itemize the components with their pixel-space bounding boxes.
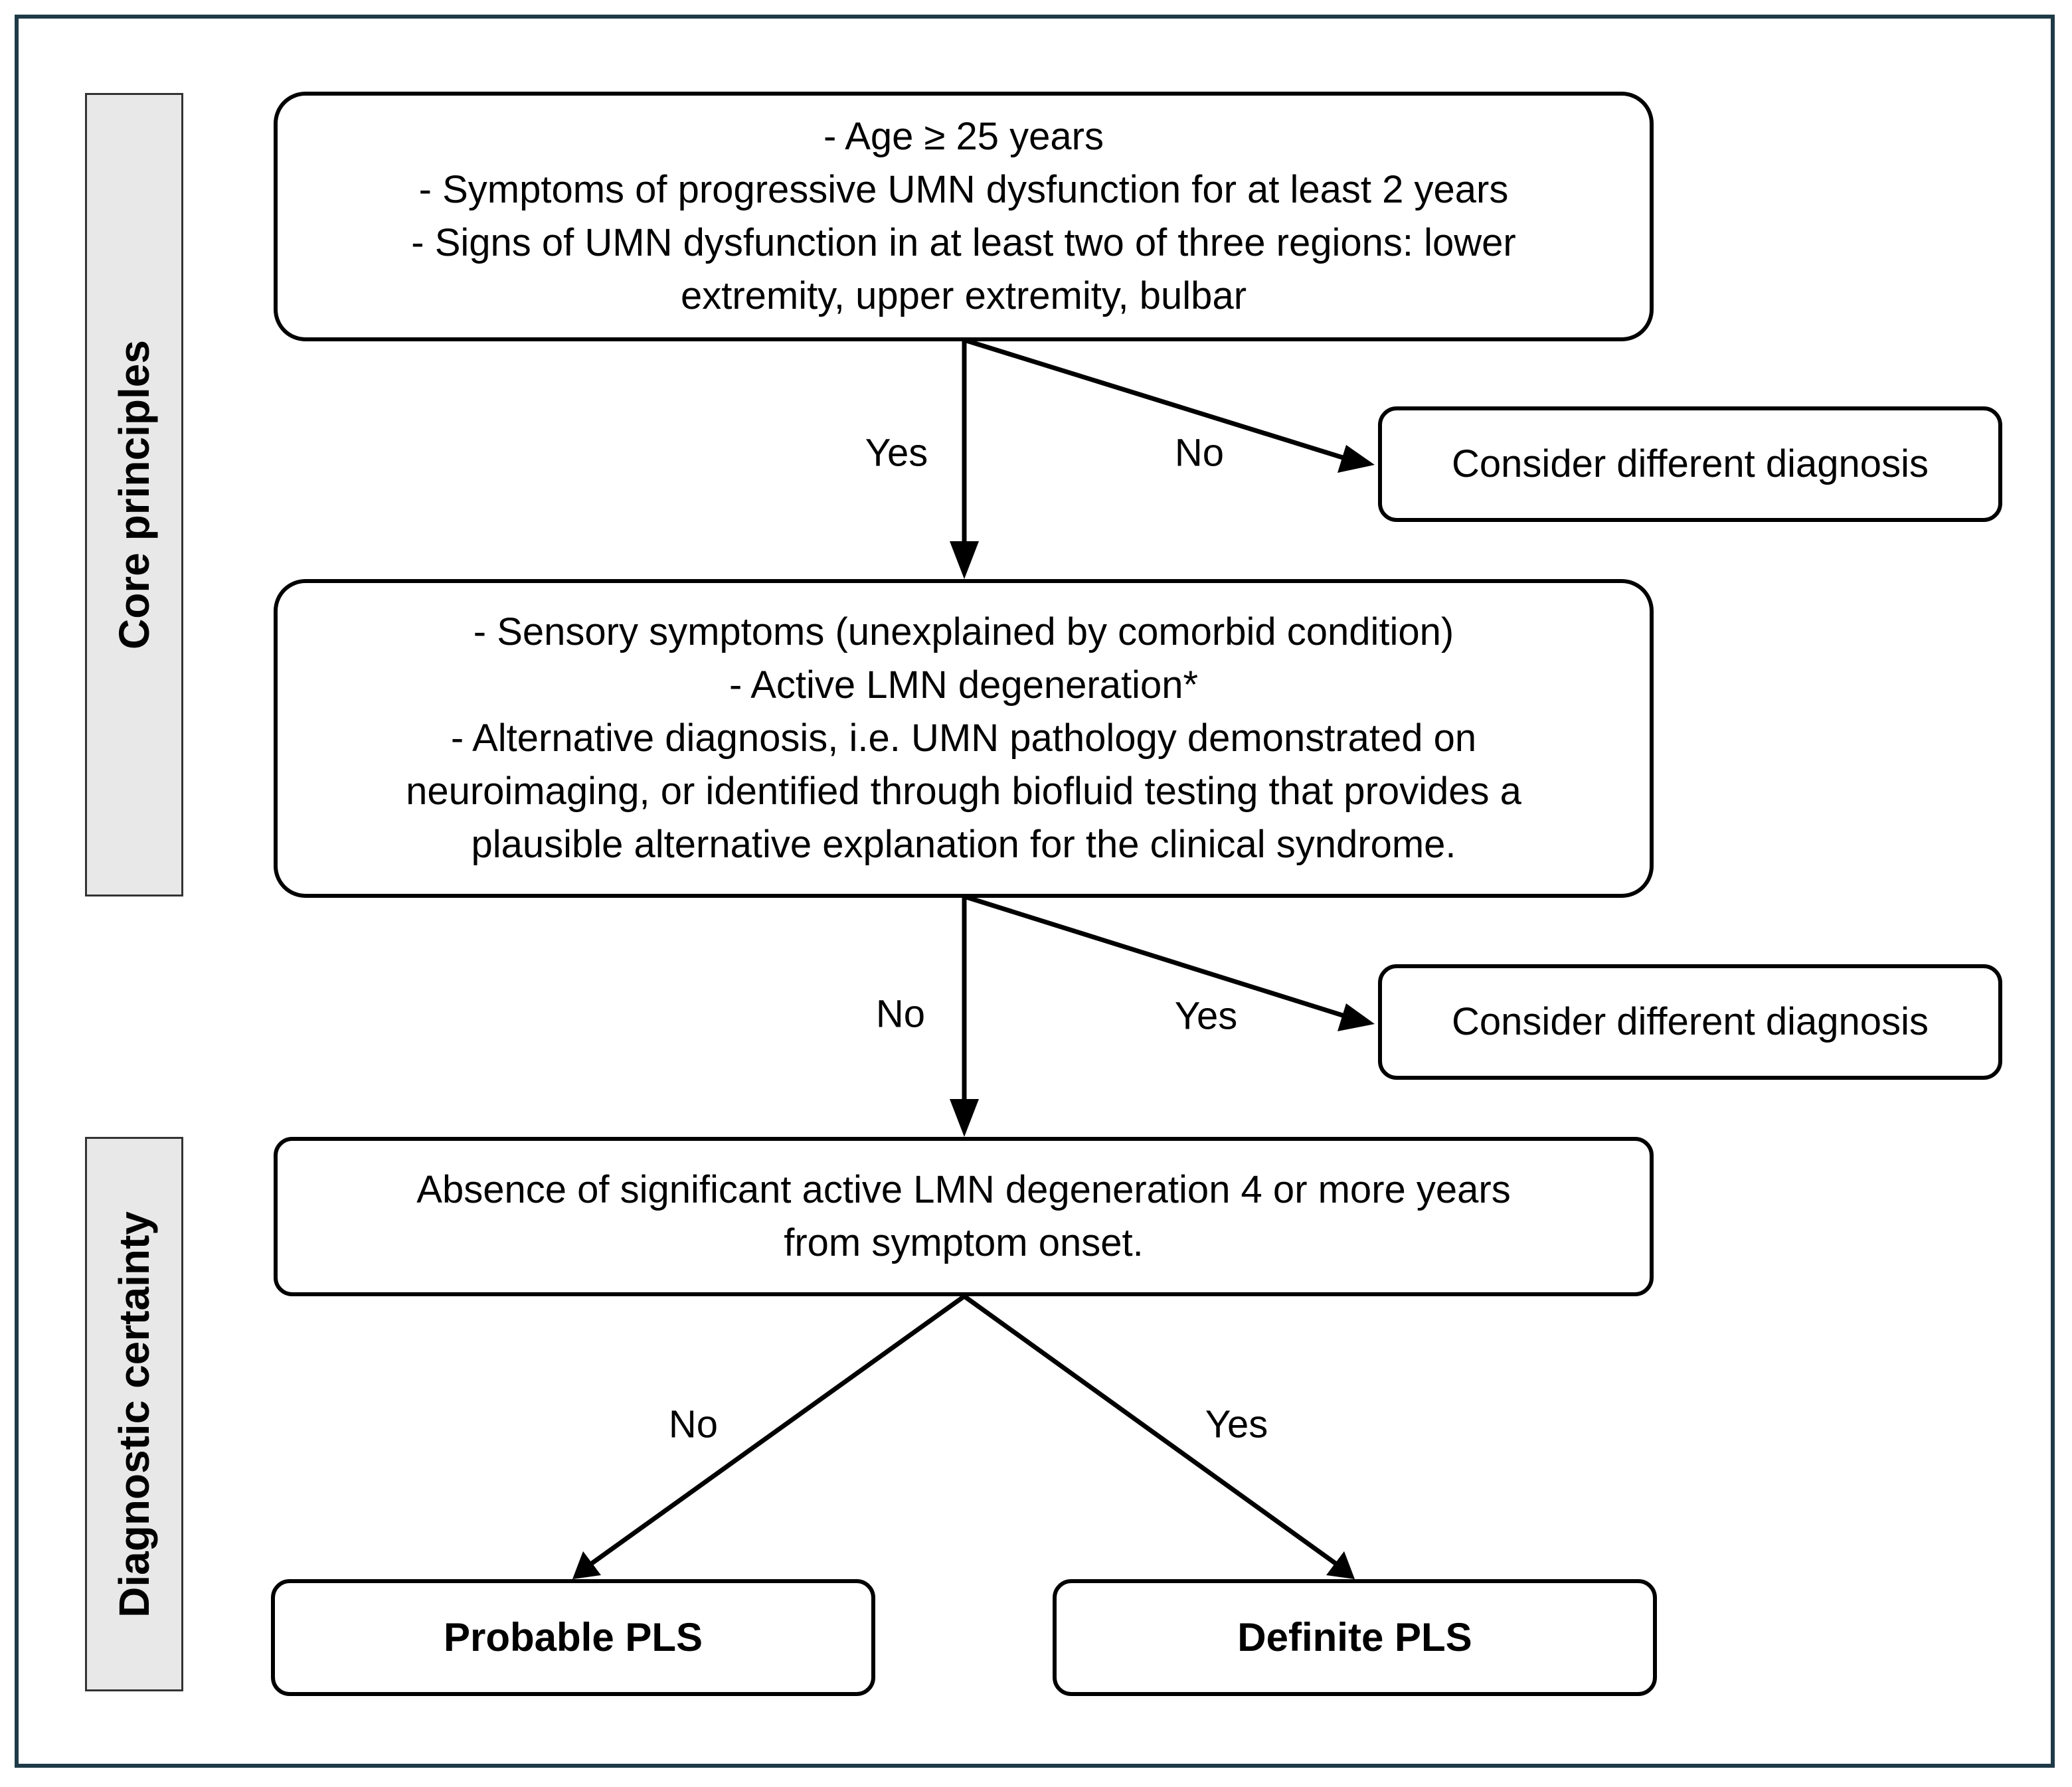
edge-label-b2-yes: Yes	[1174, 994, 1238, 1038]
core-criteria-line: - Symptoms of progressive UMN dysfunctio…	[418, 168, 1509, 211]
core-criteria-line: - Signs of UMN dysfunction in at least t…	[411, 221, 1516, 264]
arrow-b1-no	[963, 337, 1346, 461]
edge-label-b3-yes: Yes	[1205, 1403, 1268, 1446]
arrowhead-b3-yes	[1326, 1551, 1355, 1579]
probable-pls-text: Probable PLS	[443, 1615, 703, 1659]
arrowhead-b2-yes	[1338, 1003, 1375, 1031]
definite-pls-box: Definite PLS	[1053, 1579, 1657, 1696]
exclusion-criteria-line: neuroimaging, or identified through biof…	[406, 770, 1521, 813]
edge-label-b1-yes: Yes	[865, 431, 928, 475]
arrowhead-b2-no	[950, 1099, 979, 1137]
exclusion-criteria-box: - Sensory symptoms (unexplained by comor…	[274, 579, 1654, 898]
consider-different-diagnosis-text: Consider different diagnosis	[1452, 442, 1929, 485]
side-label-core-principles: Core principles	[85, 93, 183, 896]
arrowhead-b1-no	[1338, 445, 1375, 473]
core-criteria-line: - Age ≥ 25 years	[823, 115, 1104, 158]
side-label-diagnostic-certainty: Diagnostic certainty	[85, 1137, 183, 1691]
edge-label-b1-no: No	[1174, 431, 1225, 475]
consider-different-diagnosis-box-1: Consider different diagnosis	[1378, 406, 2002, 522]
core-criteria-box: - Age ≥ 25 years - Symptoms of progressi…	[274, 92, 1654, 341]
arrow-b2-yes	[963, 894, 1346, 1019]
arrow-b3-no	[589, 1294, 966, 1566]
consider-different-diagnosis-box-2: Consider different diagnosis	[1378, 964, 2002, 1080]
exclusion-criteria-line: plausible alternative explanation for th…	[471, 823, 1456, 866]
exclusion-criteria-line: - Alternative diagnosis, i.e. UMN pathol…	[450, 717, 1477, 760]
figure-frame	[15, 15, 2055, 1768]
core-criteria-line: extremity, upper extremity, bulbar	[680, 274, 1247, 317]
consider-different-diagnosis-text: Consider different diagnosis	[1452, 1000, 1929, 1043]
edge-label-b2-no: No	[875, 992, 926, 1036]
certainty-criteria-line: from symptom onset.	[784, 1221, 1144, 1264]
arrowhead-b3-no	[572, 1551, 601, 1579]
definite-pls-text: Definite PLS	[1237, 1615, 1472, 1659]
certainty-criteria-line: Absence of significant active LMN degene…	[416, 1168, 1511, 1211]
exclusion-criteria-line: - Sensory symptoms (unexplained by comor…	[473, 610, 1454, 653]
edge-label-b3-no: No	[668, 1403, 719, 1446]
probable-pls-box: Probable PLS	[271, 1579, 875, 1696]
arrowhead-b1-yes	[950, 541, 979, 579]
side-label-core-text: Core principles	[110, 340, 158, 649]
exclusion-criteria-line: - Active LMN degeneration*	[729, 663, 1199, 707]
arrow-b3-yes	[962, 1294, 1338, 1566]
certainty-criteria-box: Absence of significant active LMN degene…	[274, 1137, 1654, 1296]
side-label-certainty-text: Diagnostic certainty	[110, 1211, 158, 1618]
